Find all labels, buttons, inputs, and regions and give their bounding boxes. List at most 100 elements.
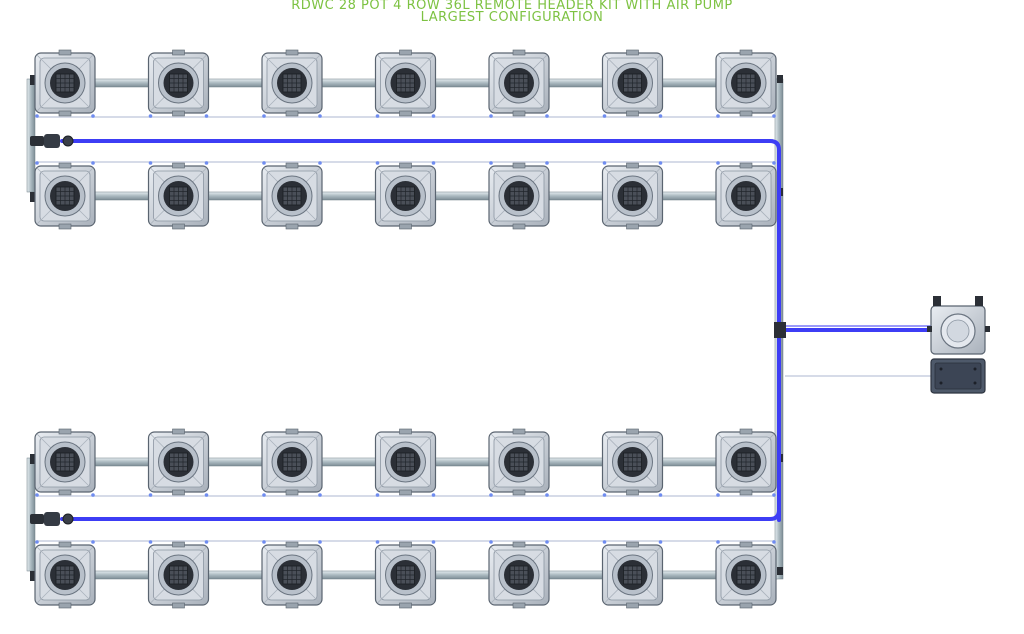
reservoir-screw-2	[973, 367, 977, 371]
pot-marker-left	[262, 493, 266, 497]
air-line-top	[60, 139, 781, 522]
pot-marker-left	[375, 114, 380, 118]
pot-26	[488, 540, 550, 609]
pot-marker-left	[35, 161, 39, 165]
pot-fitting-top	[58, 541, 72, 548]
pot-fitting-top	[172, 162, 185, 169]
pot-fitting-top	[626, 541, 639, 548]
pot-5	[488, 49, 550, 118]
pot-fitting-top	[399, 541, 412, 548]
pipe-layer	[26, 75, 784, 581]
pot-marker-right	[545, 114, 549, 118]
pot-marker-right	[658, 161, 663, 165]
pot-20	[601, 428, 664, 497]
pot-marker-right	[545, 493, 549, 497]
pot-fitting-top	[739, 49, 753, 56]
pot-fitting-bottom	[626, 110, 639, 117]
pot-6	[601, 49, 664, 118]
pot-marker-left	[602, 540, 607, 544]
pot-marker-right	[318, 540, 322, 544]
pot-marker-left	[489, 161, 493, 165]
pot-fitting-top	[626, 49, 639, 56]
pot-fitting-top	[626, 428, 639, 435]
air-check-valve-1	[30, 134, 74, 148]
pot-fitting-top	[58, 428, 72, 435]
pot-marker-right	[772, 161, 776, 165]
pot-21	[715, 428, 777, 497]
pot-marker-left	[375, 493, 380, 497]
pot-marker-right	[545, 540, 549, 544]
pot-marker-right	[658, 540, 663, 544]
pot-marker-left	[716, 114, 720, 118]
pot-marker-left	[489, 114, 493, 118]
pot-2	[147, 49, 210, 118]
pot-marker-left	[716, 540, 720, 544]
pump-dial-center	[946, 319, 970, 343]
pot-marker-left	[35, 540, 39, 544]
pot-marker-right	[772, 493, 776, 497]
pot-marker-left	[489, 493, 493, 497]
pot-9	[147, 161, 210, 230]
pot-fitting-bottom	[285, 489, 299, 496]
left-elbow-top-1	[30, 75, 37, 85]
pot-fitting-bottom	[626, 223, 639, 230]
pot-marker-right	[431, 161, 436, 165]
pot-fitting-top	[626, 162, 639, 169]
pot-marker-right	[772, 114, 776, 118]
pot-fitting-bottom	[399, 223, 412, 230]
pot-marker-right	[204, 540, 209, 544]
pot-layer	[34, 49, 777, 609]
pot-marker-left	[489, 540, 493, 544]
pot-fitting-top	[399, 49, 412, 56]
pot-fitting-bottom	[58, 110, 72, 117]
pot-marker-right	[204, 161, 209, 165]
pot-marker-right	[658, 114, 663, 118]
title-line-1: RDWC 28 POT 4 ROW 36L REMOTE HEADER KIT …	[291, 0, 733, 13]
pot-fitting-bottom	[512, 489, 526, 496]
pot-27	[601, 540, 664, 609]
pot-fitting-top	[512, 49, 526, 56]
pot-marker-left	[148, 161, 153, 165]
pot-12	[488, 161, 550, 230]
pot-fitting-top	[172, 541, 185, 548]
pot-fitting-top	[172, 49, 185, 56]
pot-marker-right	[431, 114, 436, 118]
pot-marker-right	[204, 114, 209, 118]
pot-marker-left	[148, 493, 153, 497]
valve-knob	[62, 135, 74, 147]
reservoir-lid	[934, 362, 982, 390]
pot-fitting-bottom	[739, 489, 753, 496]
diagram-title: RDWC 28 POT 4 ROW 36L REMOTE HEADER KIT …	[0, 0, 1024, 24]
pot-marker-left	[716, 161, 720, 165]
pump-inlet-port	[927, 326, 932, 332]
pot-fitting-bottom	[58, 223, 72, 230]
pot-fitting-bottom	[285, 223, 299, 230]
pot-fitting-bottom	[739, 602, 753, 609]
pot-fitting-top	[739, 162, 753, 169]
pot-4	[374, 49, 437, 118]
pot-10	[261, 161, 323, 230]
pot-fitting-top	[58, 162, 72, 169]
pot-fitting-bottom	[512, 110, 526, 117]
header-reservoir	[930, 358, 986, 394]
pot-marker-right	[545, 161, 549, 165]
pot-marker-left	[602, 493, 607, 497]
pot-28	[715, 540, 777, 609]
pot-1	[34, 49, 96, 118]
pot-fitting-top	[172, 428, 185, 435]
left-connector-pipe-1	[26, 78, 36, 193]
pot-fitting-bottom	[399, 602, 412, 609]
reservoir-screw-4	[973, 381, 977, 385]
pot-marker-right	[318, 161, 322, 165]
pot-marker-right	[91, 540, 95, 544]
pot-fitting-bottom	[58, 602, 72, 609]
pot-19	[488, 428, 550, 497]
pot-16	[147, 428, 210, 497]
right-elbow-1	[777, 75, 783, 83]
pot-fitting-bottom	[626, 489, 639, 496]
pot-fitting-top	[512, 162, 526, 169]
pot-13	[601, 161, 664, 230]
pot-fitting-top	[285, 162, 299, 169]
pot-marker-left	[262, 114, 266, 118]
pot-marker-left	[375, 161, 380, 165]
